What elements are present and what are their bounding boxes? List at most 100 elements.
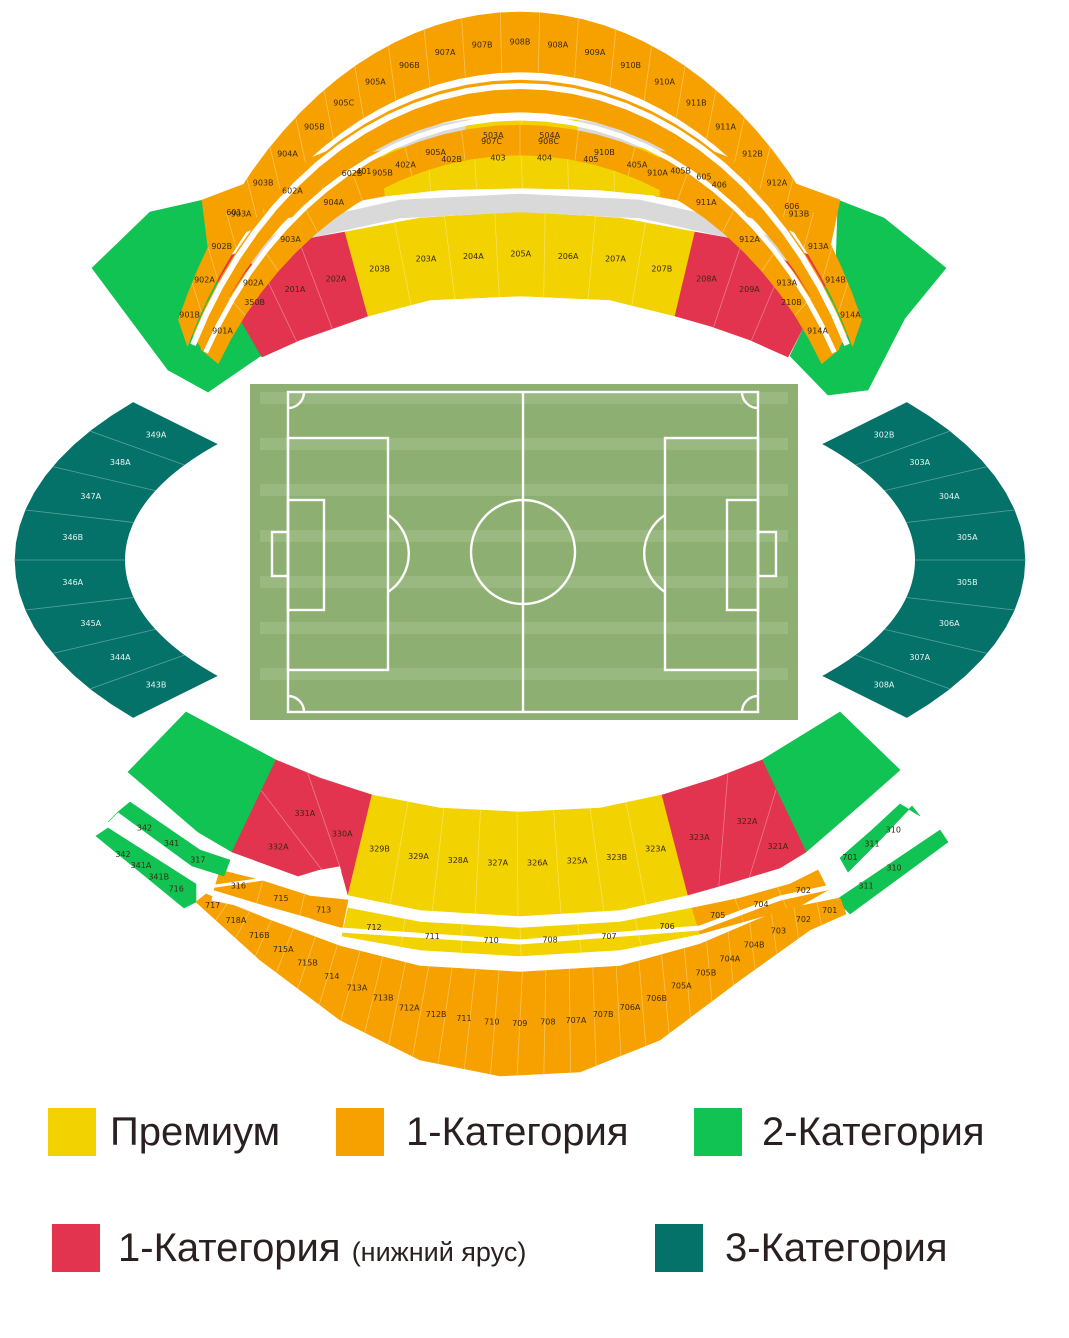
legend-label-cat1: 1-Категория bbox=[406, 1109, 629, 1154]
section-label: 325A bbox=[567, 856, 588, 865]
zone-north-premium-divider bbox=[494, 213, 500, 297]
zone-south-outer-orange-divider bbox=[297, 936, 316, 989]
section-label: 402A bbox=[395, 160, 416, 169]
section-label: 702 bbox=[796, 886, 811, 895]
zone-north-premium-divider bbox=[444, 216, 456, 299]
section-label: 606 bbox=[784, 202, 799, 211]
section-label: 208A bbox=[696, 274, 717, 283]
section-label: 321A bbox=[767, 842, 788, 851]
section-label: 911A bbox=[715, 123, 736, 132]
section-label: 347A bbox=[80, 492, 101, 501]
corner-arc bbox=[740, 391, 759, 410]
zone-upper-mid[interactable] bbox=[192, 79, 848, 351]
zone-upper-inner-divider bbox=[722, 208, 736, 233]
zone-upper-outer-divider bbox=[759, 147, 771, 189]
section-label: 348A bbox=[110, 458, 131, 467]
section-label: 327A bbox=[487, 858, 508, 867]
section-label: 910B bbox=[594, 148, 615, 157]
zone-north-premium[interactable] bbox=[344, 211, 696, 317]
zone-south-outer-orange[interactable] bbox=[195, 893, 847, 1077]
legend-item-cat3: 3-Категория bbox=[655, 1224, 948, 1272]
zone-upper-outer-divider bbox=[207, 247, 218, 280]
zone-north-premium-divider bbox=[543, 213, 546, 298]
zone-upper-outer-divider bbox=[388, 46, 397, 101]
zone-south-outer-green-left[interactable] bbox=[95, 827, 197, 909]
section-label: 910B bbox=[620, 61, 641, 70]
section-label: 330A bbox=[332, 829, 353, 838]
legend-label-cat3: 3-Категория bbox=[725, 1225, 948, 1270]
zone-east-cat3-divider bbox=[855, 430, 950, 466]
section-label: 704B bbox=[744, 941, 765, 950]
section-label: 907B bbox=[472, 40, 493, 49]
zone-north-premium-divider bbox=[394, 222, 412, 305]
zone-south-premium-divider bbox=[553, 810, 562, 914]
zone-upper-outer-divider bbox=[323, 90, 334, 139]
section-label: 307A bbox=[909, 653, 930, 662]
section-label: 326A bbox=[527, 859, 548, 868]
section-label: 329B bbox=[369, 844, 390, 853]
section-label: 310 bbox=[886, 864, 901, 873]
section-label: 701 bbox=[822, 906, 837, 915]
zone-west-cat3[interactable] bbox=[14, 402, 219, 718]
zone-south-outer-orange-divider bbox=[276, 928, 294, 973]
section-label: 710 bbox=[483, 936, 498, 945]
zone-upper-outer-divider bbox=[269, 147, 281, 189]
zone-east-cat3-divider bbox=[855, 654, 950, 690]
zone-south-red-right[interactable] bbox=[661, 759, 807, 896]
section-label: 713 bbox=[316, 905, 331, 914]
section-label: 311 bbox=[858, 882, 873, 891]
zone-upper-outer-divider bbox=[574, 18, 579, 78]
zone-west-cat3-divider bbox=[25, 597, 134, 611]
legend-swatch-cat1-lower bbox=[52, 1224, 100, 1272]
section-label: 323A bbox=[645, 845, 666, 854]
zone-upper-inner[interactable] bbox=[200, 124, 840, 365]
section-label: 341A bbox=[131, 861, 152, 870]
section-label: 303A bbox=[909, 458, 930, 467]
football-pitch bbox=[250, 384, 798, 720]
section-label: 302B bbox=[874, 431, 895, 440]
section-label: 712A bbox=[399, 1003, 420, 1012]
section-label: 901B bbox=[179, 311, 200, 320]
zone-east-cat3-divider bbox=[884, 466, 987, 492]
section-label: 406 bbox=[712, 180, 727, 189]
section-label: 704A bbox=[720, 955, 741, 964]
section-label: 702 bbox=[796, 915, 811, 924]
zone-south-green-left[interactable] bbox=[107, 801, 231, 877]
penalty-arc-right bbox=[643, 513, 666, 594]
section-label: 705B bbox=[695, 969, 716, 978]
zone-south-outer-green-right[interactable] bbox=[835, 829, 949, 915]
concourse-gap bbox=[203, 115, 837, 354]
section-label: 706A bbox=[620, 1003, 641, 1012]
zone-south-green-right[interactable] bbox=[839, 803, 921, 873]
section-label: 205A bbox=[510, 250, 531, 259]
zone-south-outer-orange-divider bbox=[490, 970, 500, 1075]
zone-upper-outer-divider bbox=[191, 282, 202, 313]
zone-upper-inner-divider bbox=[461, 130, 466, 161]
section-label: 403 bbox=[490, 153, 505, 162]
zone-upper-outer[interactable] bbox=[178, 11, 862, 347]
zone-upper-outer-divider bbox=[295, 117, 306, 163]
section-label: 204A bbox=[463, 252, 484, 261]
section-label: 912A bbox=[766, 178, 787, 187]
section-label: 602A bbox=[282, 187, 303, 196]
section-label: 332A bbox=[268, 842, 289, 851]
section-label: 317 bbox=[190, 856, 205, 865]
section-label: 713B bbox=[373, 994, 394, 1003]
penalty-arc-left bbox=[387, 513, 410, 594]
section-label: 703 bbox=[771, 927, 786, 936]
section-label: 405A bbox=[627, 160, 648, 169]
section-label: 405B bbox=[670, 167, 691, 176]
zone-upper-inner-divider bbox=[352, 173, 363, 201]
section-label: 310 bbox=[886, 826, 901, 835]
section-label: 707B bbox=[593, 1010, 614, 1019]
section-label: 715B bbox=[297, 959, 318, 968]
section-label: 910A bbox=[647, 169, 668, 178]
zone-south-outer-orange-divider bbox=[793, 907, 799, 939]
goal-left bbox=[270, 530, 290, 578]
legend-swatch-premium bbox=[48, 1108, 96, 1156]
zone-south-outer-orange-divider bbox=[638, 960, 647, 1046]
section-label: 711 bbox=[456, 1014, 471, 1023]
zone-upper-outer-divider bbox=[803, 212, 815, 248]
section-label: 712B bbox=[426, 1010, 447, 1019]
